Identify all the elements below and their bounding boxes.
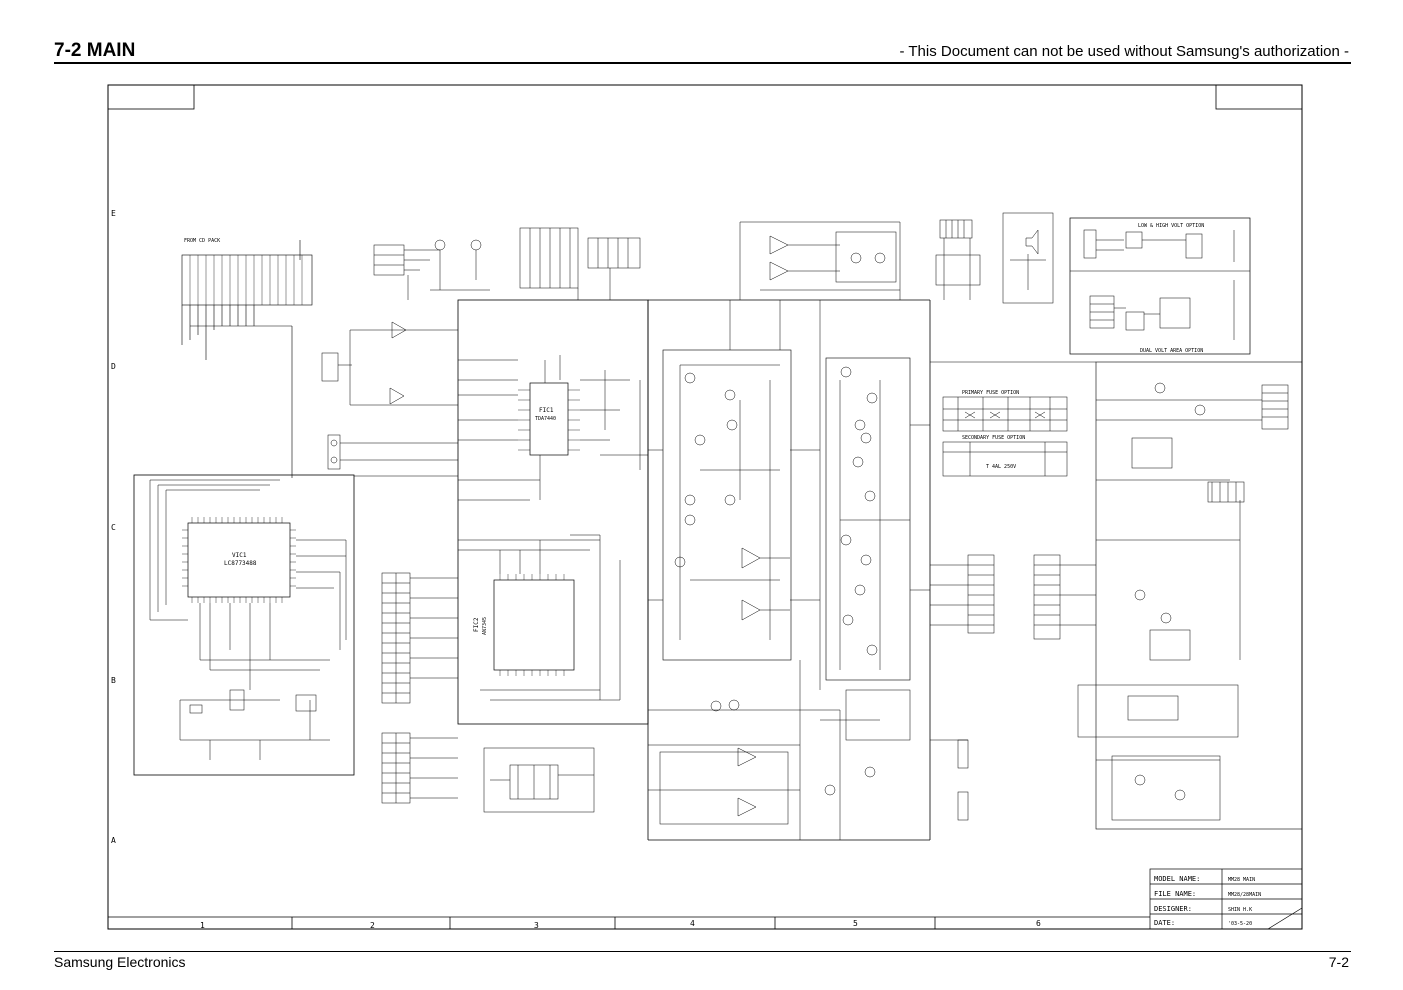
fic1-part: TDA7440 <box>535 416 556 422</box>
amp-top-circuit <box>739 221 901 300</box>
power-supply-circuit <box>930 361 1289 821</box>
col-label-1: 1 <box>200 921 205 930</box>
mode-switch-block <box>935 212 1054 304</box>
col-label-3: 3 <box>534 921 539 930</box>
frame-corner-left <box>107 84 195 110</box>
amp-right-frame <box>825 357 911 681</box>
date-label: DATE: <box>1154 919 1175 927</box>
date-value: '03-5-20 <box>1228 921 1252 927</box>
fic2-part: AN7345 <box>482 617 488 635</box>
row-label-e: E <box>111 209 116 218</box>
footer-rule <box>54 951 1351 952</box>
row-label-c: C <box>111 523 116 532</box>
drawing-frame <box>107 84 1303 930</box>
col-label-2: 2 <box>370 921 375 930</box>
model-name-label: MODEL NAME: <box>1154 875 1200 883</box>
title-block <box>1149 868 1303 930</box>
footer-page-number: 7-2 <box>1328 954 1349 970</box>
col-label-5: 5 <box>853 919 858 928</box>
vic1-part: LC8773488 <box>224 560 257 567</box>
amp-lower-circuit <box>648 660 880 840</box>
designer-label: DESIGNER: <box>1154 905 1192 913</box>
volt-option-frame <box>1069 217 1251 355</box>
fic1-chip <box>518 382 580 456</box>
dual-volt-label: DUAL VOLT AREA OPTION <box>1140 348 1203 354</box>
cd-pack-connector <box>181 240 313 478</box>
fic2-name: FIC2 <box>473 617 480 632</box>
fic1-name: FIC1 <box>539 407 554 414</box>
vic1-chip <box>182 517 296 603</box>
frame-corner-right <box>1215 84 1303 110</box>
primary-fuse-title: PRIMARY FUSE OPTION <box>962 390 1019 396</box>
amp-right-circuit <box>819 300 968 741</box>
main-board-frame <box>457 299 649 725</box>
secondary-fuse-title: SECONDARY FUSE OPTION <box>962 435 1025 441</box>
low-high-volt-label: LOW & HIGH VOLT OPTION <box>1138 223 1204 229</box>
row-label-b: B <box>111 676 116 685</box>
vic1-block-frame <box>133 474 355 776</box>
authorization-notice: - This Document can not be used without … <box>899 43 1350 60</box>
col-label-4: 4 <box>690 919 695 928</box>
connector-strip-left <box>354 475 458 804</box>
file-name-label: FILE NAME: <box>1154 890 1196 898</box>
amp-left-frame <box>662 349 792 661</box>
file-name-value: MM28/28MAIN <box>1228 892 1261 898</box>
primary-fuse-table <box>942 396 1068 432</box>
vic1-name: VIC1 <box>232 552 247 559</box>
designer-value: SHIN H.K <box>1228 907 1252 913</box>
input-jacks-area <box>321 239 490 470</box>
power-supply-frame <box>1095 361 1303 830</box>
speaker-connectors <box>930 554 1096 821</box>
vic1-wiring <box>149 479 347 760</box>
amp-left-circuit <box>648 300 820 640</box>
footer-company: Samsung Electronics <box>54 954 186 970</box>
cd-pack-label: FROM CD PACK <box>184 238 220 244</box>
row-label-d: D <box>111 362 116 371</box>
col-label-6: 6 <box>1036 919 1041 928</box>
row-label-a: A <box>111 836 116 845</box>
volt-option-circuit <box>1083 229 1235 340</box>
fic2-chip <box>493 574 575 676</box>
fic2-wiring <box>458 534 621 813</box>
main-board-wiring <box>458 227 648 501</box>
page-title: 7-2 MAIN <box>54 40 136 61</box>
secondary-fuse-value: T 4AL 250V <box>986 464 1016 470</box>
secondary-fuse-table <box>942 441 1068 477</box>
model-name-value: MM28 MAIN <box>1228 877 1255 883</box>
header-rule <box>54 62 1351 64</box>
